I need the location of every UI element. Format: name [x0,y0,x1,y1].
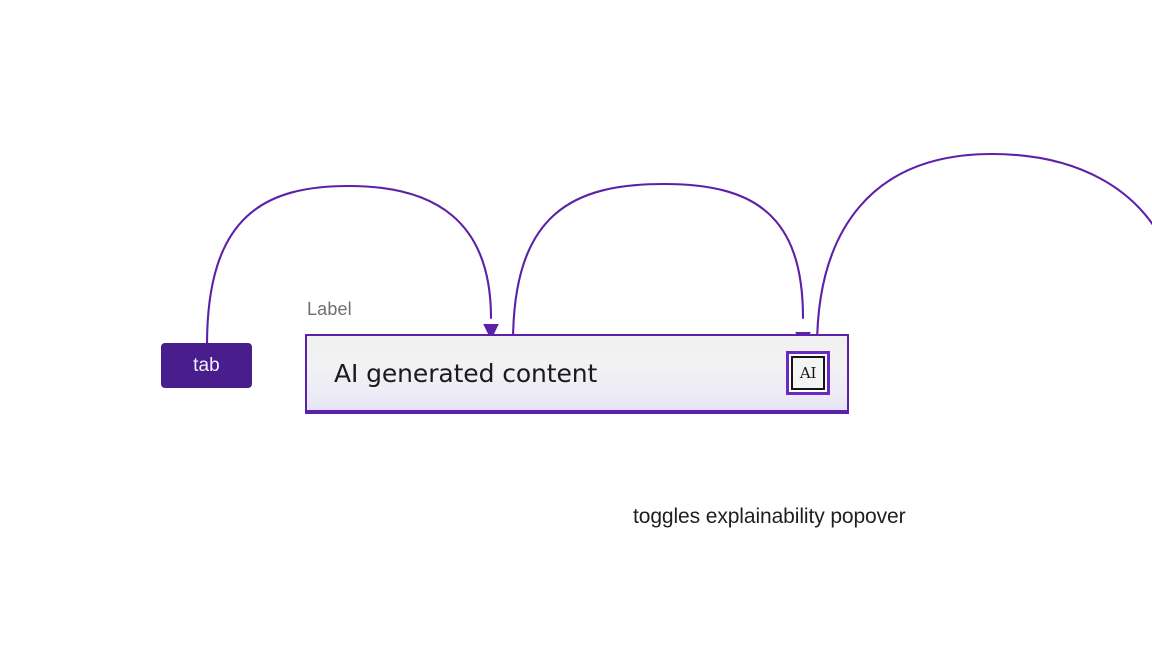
shortcut-row: space or enter [633,450,973,495]
ai-explainability-badge[interactable]: AI [786,351,830,395]
arc-path-ai-badge-to-next [815,152,1152,350]
ai-badge-inner-frame: AI [791,356,825,390]
text-input[interactable]: AI generated content AI [305,334,849,414]
ai-badge-label: AI [799,363,817,382]
shortcut-caption: toggles explainability popover [633,505,906,528]
key-chip-tab-label: tab [193,354,220,376]
form-field-group: Label AI generated content AI [305,300,849,414]
text-input-value: AI generated content [334,358,598,388]
field-label: Label [307,299,352,319]
arc-ai-badge-to-next [815,152,1152,350]
key-chip-tab[interactable]: tab [161,343,252,388]
